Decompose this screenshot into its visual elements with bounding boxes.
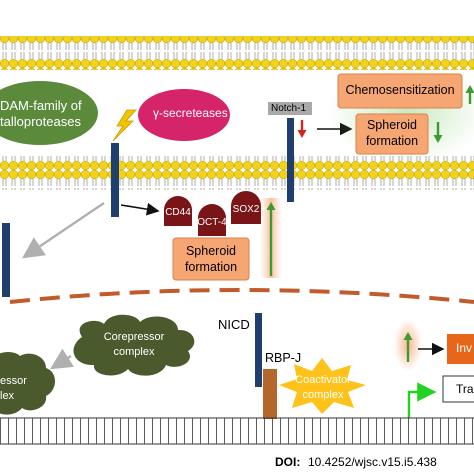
spheroid-middle-line2: formation bbox=[184, 260, 238, 274]
spheroid-formation-top-box bbox=[355, 113, 429, 155]
chemosensitization-label: Chemosensitization bbox=[345, 83, 455, 97]
corepressor-left-label-line1: essor bbox=[0, 375, 27, 387]
cleaved-receptor bbox=[111, 143, 119, 217]
coactivator-star bbox=[279, 358, 366, 414]
spheroid-top-line1: Spheroid bbox=[366, 118, 418, 132]
notch1-receptor bbox=[287, 118, 294, 202]
gray-arrow-small bbox=[49, 348, 75, 370]
oct4-label: OCT-4 bbox=[197, 217, 227, 228]
up-arrow-green-icon bbox=[465, 85, 474, 104]
notch1-label: Notch-1 bbox=[271, 103, 307, 114]
adam-protease-shape bbox=[0, 81, 98, 145]
chemosensitization-box bbox=[337, 73, 463, 109]
coactivator-label-line2: complex bbox=[302, 389, 344, 401]
sox2-marker bbox=[231, 191, 261, 224]
adam-label-line2: talloproteases bbox=[0, 114, 81, 129]
nicd-label: NICD bbox=[218, 317, 250, 332]
lightning-icon bbox=[112, 109, 137, 142]
up-arrow-green-middle-icon bbox=[266, 202, 276, 276]
inv-box bbox=[447, 334, 474, 364]
cd44-marker bbox=[164, 196, 192, 226]
notch1-label-box bbox=[268, 102, 312, 115]
tra-label: Tra bbox=[456, 382, 474, 396]
adam-label-line1: DAM-family of bbox=[0, 98, 82, 113]
doi-prefix: DOI: bbox=[275, 455, 301, 469]
corepressor-blob bbox=[73, 314, 195, 376]
spheroid-top-line2: formation bbox=[365, 134, 419, 148]
gamma-secretase-label: γ-secreteases bbox=[153, 106, 228, 120]
coactivator-label-line1: Coactivator bbox=[295, 374, 351, 386]
up-arrow-green-inv-icon bbox=[403, 332, 413, 362]
spheroid-formation-middle-box bbox=[172, 237, 250, 281]
dna-strip bbox=[0, 418, 474, 444]
rbpj-label: RBP-J bbox=[265, 351, 302, 365]
inv-label: Inv bbox=[456, 341, 473, 355]
gamma-secretase-shape bbox=[138, 89, 230, 141]
down-arrow-green-icon bbox=[433, 122, 443, 143]
spheroid-middle-line1: Spheroid bbox=[185, 244, 237, 258]
receptor-left bbox=[2, 223, 10, 297]
doi-value: 10.4252/wjsc.v15.i5.438 bbox=[308, 455, 437, 469]
nuclear-membrane bbox=[9, 288, 474, 304]
corepressor-label-line1: Corepressor bbox=[103, 331, 165, 343]
oct4-marker bbox=[198, 204, 226, 236]
arrow-to-cd44 bbox=[120, 202, 160, 216]
corepressor-left-label-line2: lex bbox=[0, 390, 15, 402]
green-bent-arrow bbox=[407, 382, 437, 418]
cd44-label: CD44 bbox=[165, 207, 191, 218]
sox2-label: SOX2 bbox=[232, 204, 260, 215]
down-arrow-red-icon bbox=[297, 120, 307, 138]
corepressor-blob-left bbox=[0, 352, 55, 415]
rbpj-block bbox=[263, 369, 277, 419]
tra-box bbox=[442, 375, 474, 403]
gray-arrow-left bbox=[22, 202, 105, 259]
nicd-bar bbox=[255, 313, 262, 387]
corepressor-label-line2: complex bbox=[113, 346, 155, 358]
